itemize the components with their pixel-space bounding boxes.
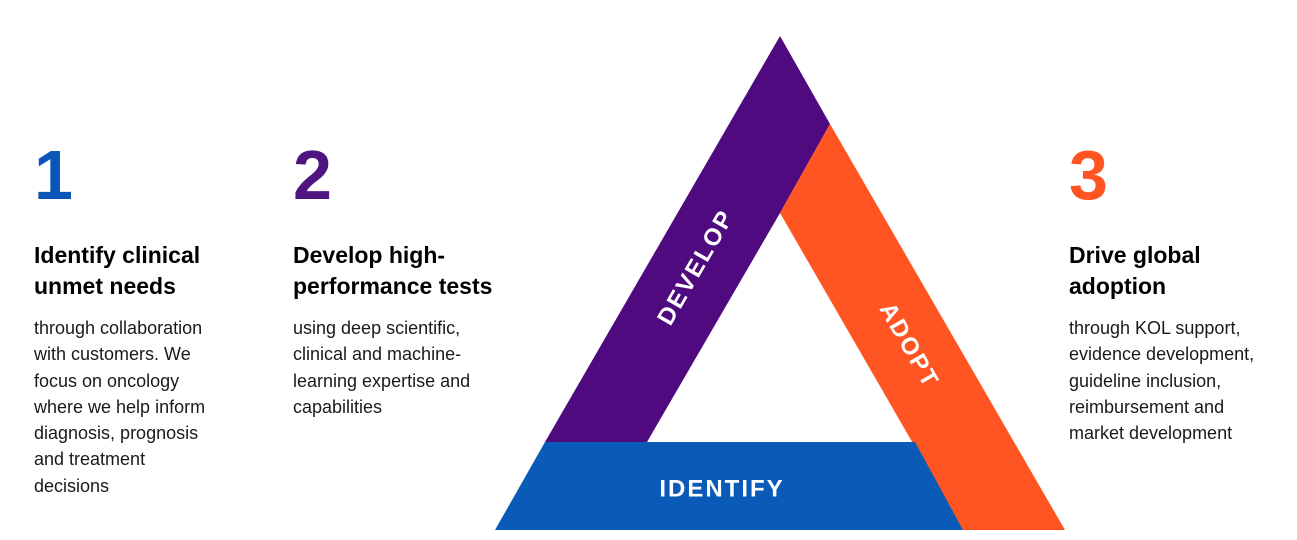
step-heading-line: Identify clinical xyxy=(34,242,201,268)
step-heading: Develop high- performance tests xyxy=(293,240,492,302)
step-heading-line: unmet needs xyxy=(34,273,176,299)
step-description: using deep scientific, clinical and mach… xyxy=(293,315,470,420)
adopt-band xyxy=(780,124,1065,530)
description-line: diagnosis, prognosis xyxy=(34,423,199,444)
develop-band xyxy=(545,36,830,442)
step-heading-line: adoption xyxy=(1069,273,1167,299)
description-line: with customers. We xyxy=(34,344,191,365)
description-line: market development xyxy=(1069,423,1233,444)
description-line: where we help inform xyxy=(34,396,206,417)
identify-band xyxy=(495,442,963,530)
step-number: 3 xyxy=(1069,136,1108,214)
step-description: through collaboration with customers. We… xyxy=(34,315,205,499)
step-heading-line: Develop high- xyxy=(293,242,446,268)
identify-label: IDENTIFY xyxy=(659,475,784,502)
description-line: reimbursement and xyxy=(1069,396,1225,417)
step-heading-line: Drive global xyxy=(1069,242,1201,268)
description-line: decisions xyxy=(34,475,110,496)
description-line: focus on oncology xyxy=(34,370,180,391)
step-number: 1 xyxy=(34,136,73,214)
description-line: capabilities xyxy=(293,396,383,417)
description-line: learning expertise and xyxy=(293,370,471,391)
step-number: 2 xyxy=(293,136,332,214)
step-heading: Drive global adoption xyxy=(1069,240,1201,302)
step-description: through KOL support, evidence developmen… xyxy=(1069,315,1254,446)
description-line: through KOL support, xyxy=(1069,318,1241,338)
description-line: clinical and machine- xyxy=(293,344,462,365)
description-line: and treatment xyxy=(34,449,146,470)
description-line: through collaboration xyxy=(34,318,203,338)
description-line: evidence development, xyxy=(1069,344,1255,365)
step-heading: Identify clinical unmet needs xyxy=(34,240,200,302)
description-line: guideline inclusion, xyxy=(1069,370,1222,391)
step-heading-line: performance tests xyxy=(293,273,493,299)
description-line: using deep scientific, xyxy=(293,318,461,338)
